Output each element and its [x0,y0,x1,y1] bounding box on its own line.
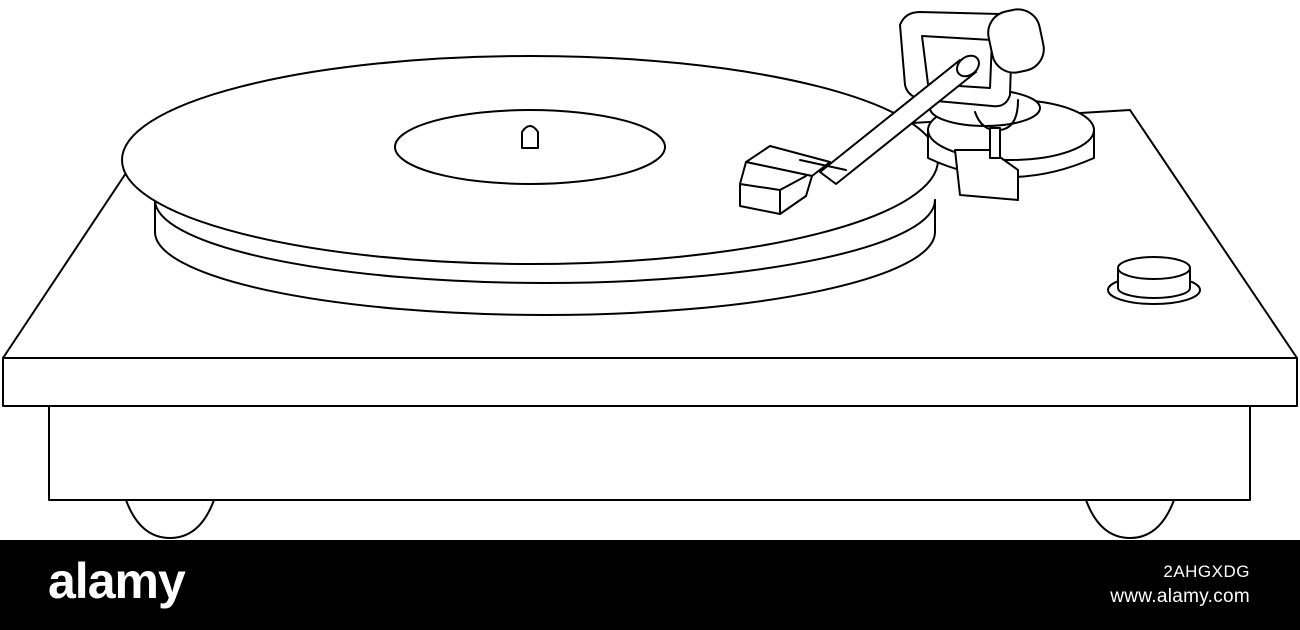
left-foot [125,499,215,539]
knob-top [1117,256,1191,280]
finger-lift [799,159,847,171]
counterweight [987,8,1045,74]
platter-rim-top [154,199,936,284]
site-url-label: www.alamy.com [1110,586,1250,607]
alamy-logo: alamy [48,553,186,609]
arm-tube-end [956,54,980,78]
plinth-base [48,405,1251,501]
cartridge [739,161,813,215]
turntable-illustration [2,8,1298,539]
spindle [521,125,539,149]
tonearm [819,8,1045,185]
control-knob [1107,256,1201,305]
arm-rest-pin [989,127,1001,159]
turntable-feet [125,499,1175,539]
plinth-front-edge [2,357,1298,407]
headshell [739,145,847,215]
image-id-label: 2AHGXDG [1163,562,1250,581]
arm-rest-post [954,149,1019,201]
tonearm-base [927,89,1095,201]
watermark-footer: alamy 2AHGXDG www.alamy.com [0,540,1300,630]
right-foot [1085,499,1175,539]
cartridge-front [739,175,807,215]
